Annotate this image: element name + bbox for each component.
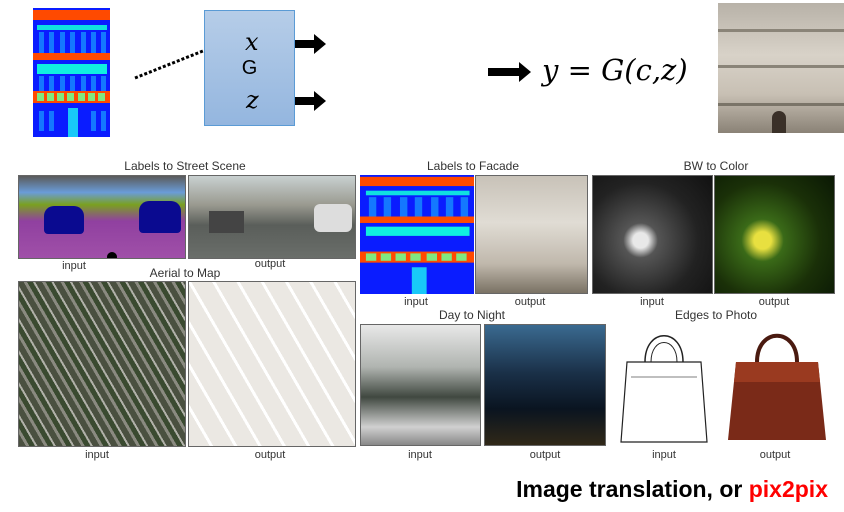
example-title: Day to Night — [438, 308, 506, 322]
output-equation: y = G(c,z) — [542, 53, 688, 87]
output-label: output — [758, 296, 790, 308]
street-labels-input-image — [18, 175, 186, 259]
input-label: input — [62, 260, 86, 272]
example-title: BW to Color — [683, 159, 749, 173]
output-label: output — [759, 449, 791, 461]
arrow-g-to-y — [488, 62, 531, 82]
input-label: input — [85, 449, 109, 461]
caption-text: Image translation, or — [516, 476, 749, 502]
input-label: input — [640, 296, 664, 308]
arrow-x-to-g — [280, 34, 326, 54]
facade-labels-input-image — [360, 175, 474, 294]
day-input-image — [360, 324, 481, 446]
facade-output-image — [475, 175, 588, 294]
input-label: input — [408, 449, 432, 461]
generator-box: G — [204, 10, 295, 126]
bw-input-image — [592, 175, 713, 294]
bag-edges-input-image — [620, 335, 708, 443]
example-title: Aerial to Map — [149, 266, 221, 280]
input-variable-x: x — [245, 28, 259, 56]
input-label: input — [652, 449, 676, 461]
color-output-image — [714, 175, 835, 294]
aerial-input-image — [18, 281, 186, 447]
street-output-image — [188, 175, 356, 259]
noise-variable-z: z — [246, 86, 259, 114]
slide-caption: Image translation, or pix2pix — [516, 476, 828, 503]
bag-photo-output-image — [728, 333, 826, 440]
generator-label: G — [241, 56, 258, 79]
output-label: output — [514, 296, 546, 308]
caption-highlight: pix2pix — [748, 476, 828, 502]
output-label: output — [254, 258, 286, 270]
output-label: output — [529, 449, 561, 461]
label-map-facade-image — [33, 8, 110, 137]
night-output-image — [484, 324, 606, 446]
map-output-image — [188, 281, 356, 447]
example-title: Edges to Photo — [674, 308, 758, 322]
example-title: Labels to Facade — [426, 159, 520, 173]
example-title: Labels to Street Scene — [124, 159, 246, 173]
arrow-z-to-g — [282, 91, 326, 111]
output-label: output — [254, 449, 286, 461]
generated-facade-photo — [718, 3, 844, 133]
input-label: input — [404, 296, 428, 308]
